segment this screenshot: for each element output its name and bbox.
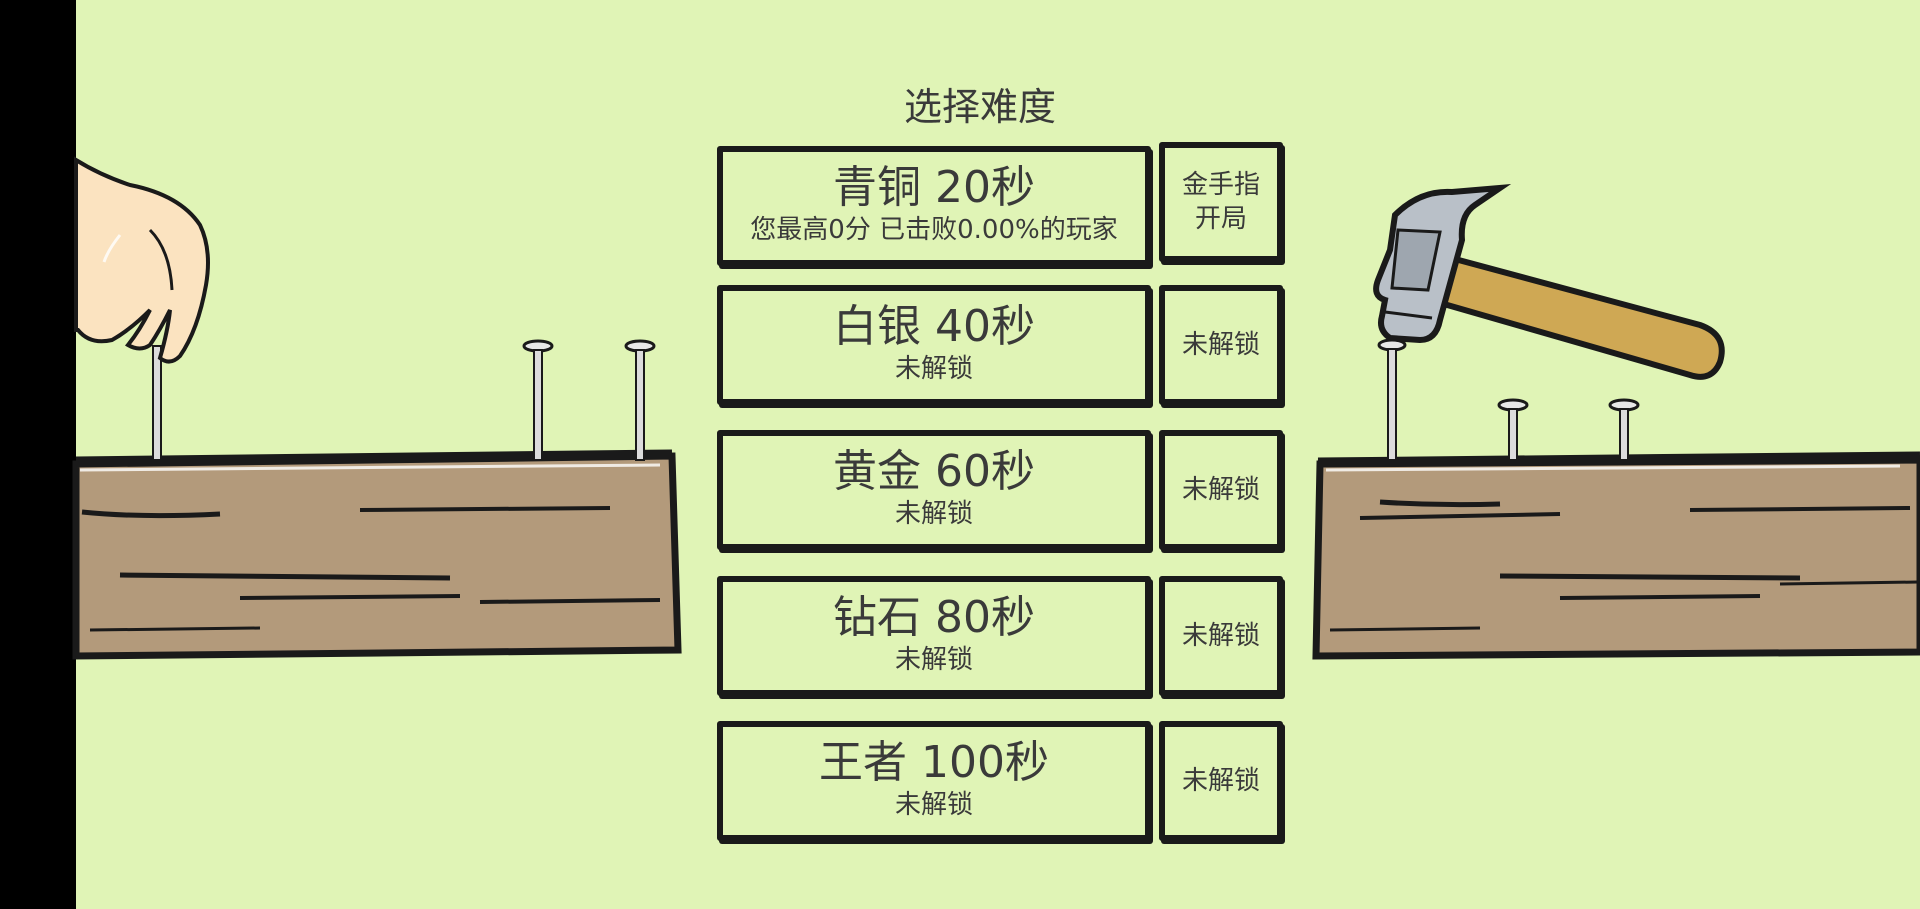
level-name: 钻石 80秒 — [833, 592, 1035, 643]
side-button-diamond[interactable]: 未解锁 — [1159, 576, 1283, 696]
level-status: 未解锁 — [894, 645, 973, 675]
side-button-king[interactable]: 未解锁 — [1159, 721, 1283, 841]
level-status: 您最高0分 已击败0.00%的玩家 — [750, 215, 1118, 245]
level-button-silver[interactable]: 白银 40秒 未解锁 — [717, 285, 1151, 405]
left-black-bar — [0, 0, 76, 909]
level-button-bronze[interactable]: 青铜 20秒 您最高0分 已击败0.00%的玩家 — [717, 146, 1151, 266]
hammer-icon — [1373, 184, 1725, 380]
side-button-gold[interactable]: 未解锁 — [1159, 430, 1283, 550]
level-name: 黄金 60秒 — [833, 446, 1035, 497]
right-wood-plank — [1312, 451, 1920, 660]
page-title: 选择难度 — [903, 85, 1056, 129]
level-button-gold[interactable]: 黄金 60秒 未解锁 — [717, 430, 1151, 550]
right-nail-2 — [1497, 398, 1529, 461]
hand-icon — [74, 156, 210, 364]
right-nail-3 — [1608, 398, 1640, 461]
right-nail-1 — [1377, 338, 1407, 461]
level-name: 王者 100秒 — [819, 737, 1049, 788]
level-status: 未解锁 — [894, 499, 973, 529]
left-wood-plank — [72, 449, 682, 660]
level-button-diamond[interactable]: 钻石 80秒 未解锁 — [717, 576, 1151, 696]
left-nail-3 — [624, 339, 656, 461]
level-status: 未解锁 — [894, 790, 973, 820]
left-nail-1 — [152, 345, 162, 461]
level-name: 白银 40秒 — [833, 301, 1035, 352]
golden-finger-start-button[interactable]: 金手指开局 — [1159, 142, 1283, 262]
level-button-king[interactable]: 王者 100秒 未解锁 — [717, 721, 1151, 841]
level-name: 青铜 20秒 — [833, 162, 1035, 213]
side-button-silver[interactable]: 未解锁 — [1159, 285, 1283, 405]
left-nail-2 — [522, 339, 554, 461]
level-status: 未解锁 — [894, 354, 973, 384]
